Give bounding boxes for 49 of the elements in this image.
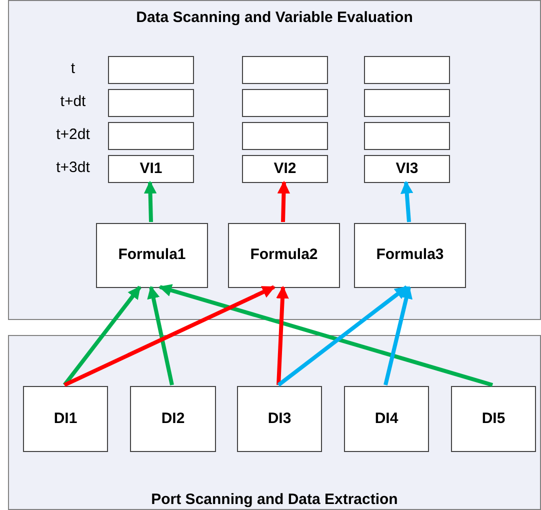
process-box [451, 386, 536, 452]
arrow [64, 285, 276, 387]
arrow [144, 180, 157, 222]
empty-box [364, 56, 450, 84]
time-step-label: t+dt [59, 92, 87, 112]
process-box [344, 386, 429, 452]
process-box [237, 386, 322, 452]
process-box [242, 155, 328, 183]
box-label: Formula2 [250, 245, 318, 266]
panel-title: Data Scanning and Variable Evaluation [135, 9, 414, 27]
box-label: Formula3 [376, 245, 444, 266]
time-step-label: t+3dt [55, 158, 91, 178]
process-box [23, 386, 108, 452]
empty-box [242, 89, 328, 117]
empty-box [364, 89, 450, 117]
box-label: VI3 [396, 158, 418, 179]
empty-box [242, 122, 328, 150]
arrow [277, 180, 290, 222]
arrow [276, 286, 289, 386]
box-label: VI1 [140, 158, 162, 179]
process-box [354, 223, 466, 288]
panel [8, 335, 541, 510]
arrow [147, 286, 174, 386]
empty-box [242, 56, 328, 84]
arrow [62, 286, 142, 386]
arrow [384, 286, 413, 386]
time-step-label: t+2dt [55, 125, 91, 145]
process-box [228, 223, 340, 288]
empty-box [108, 89, 194, 117]
arrow [158, 284, 494, 387]
empty-box [108, 56, 194, 84]
process-box [96, 223, 208, 288]
box-label: VI2 [274, 158, 296, 179]
process-box [108, 155, 194, 183]
box-label: DI2 [161, 408, 185, 429]
box-label: DI3 [268, 408, 292, 429]
process-box [364, 155, 450, 183]
box-label: Formula1 [118, 245, 186, 266]
box-label: DI4 [374, 408, 398, 429]
panel-title: Port Scanning and Data Extraction [150, 491, 399, 509]
empty-box [108, 122, 194, 150]
box-label: DI1 [54, 408, 78, 429]
time-step-label: t [70, 59, 76, 79]
empty-box [364, 122, 450, 150]
arrow [277, 285, 408, 387]
panel [8, 0, 541, 320]
box-label: DI5 [482, 408, 506, 429]
arrow [400, 180, 414, 222]
process-box [130, 386, 216, 452]
